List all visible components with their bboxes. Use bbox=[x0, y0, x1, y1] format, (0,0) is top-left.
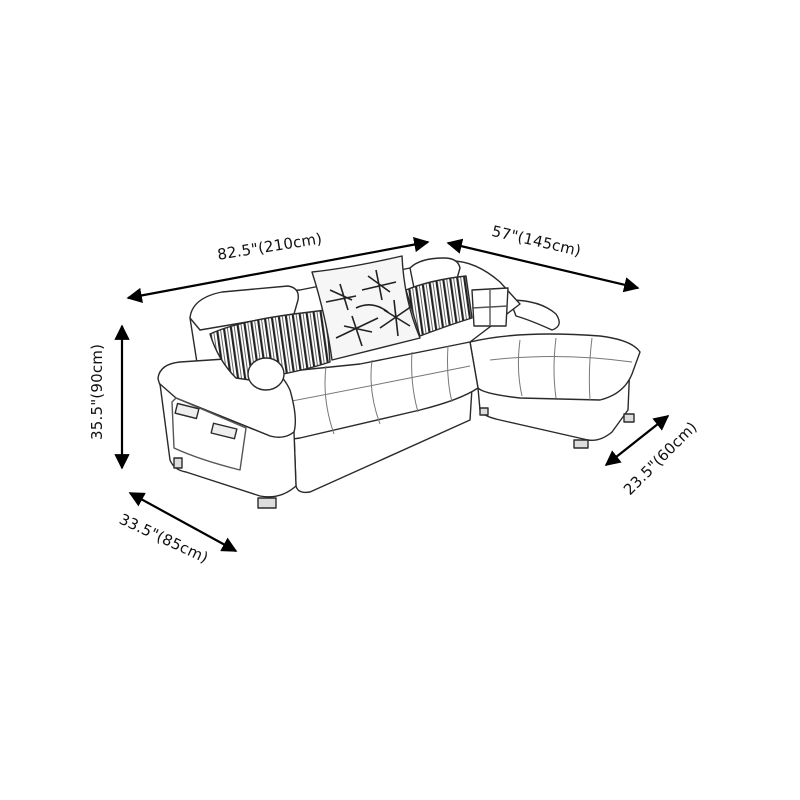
pillow-striped-right bbox=[405, 275, 473, 337]
width-arrow bbox=[126, 236, 430, 304]
pillow-round bbox=[247, 357, 285, 391]
dimension-arrows bbox=[114, 236, 670, 552]
side-pocket bbox=[171, 397, 247, 471]
chaise-width-arrow bbox=[604, 415, 670, 466]
chaise-seat bbox=[469, 333, 641, 401]
height-dimension-label: 35.5"(90cm) bbox=[88, 343, 106, 440]
sofa bbox=[157, 255, 641, 509]
right-armrest bbox=[509, 299, 560, 331]
chaise-length-arrow bbox=[446, 238, 640, 293]
headrest-left bbox=[189, 285, 299, 331]
pillow-striped-left bbox=[209, 309, 331, 381]
leaf-pattern bbox=[325, 269, 413, 347]
depth-arrow bbox=[128, 492, 238, 552]
